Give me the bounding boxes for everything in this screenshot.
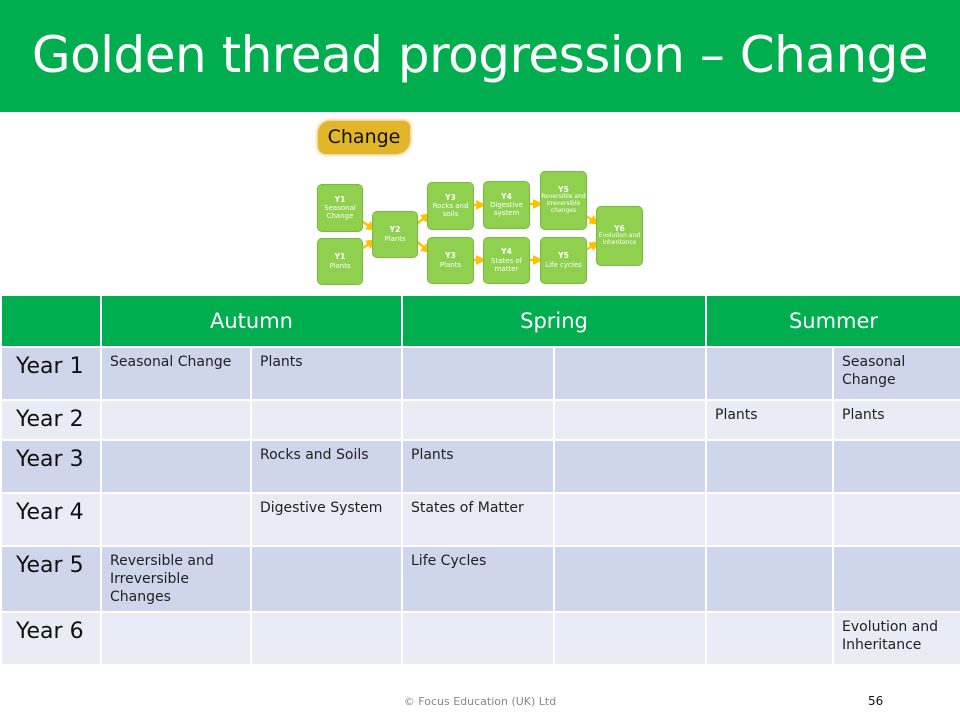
table-cell: [250, 399, 403, 441]
table-cell: [553, 545, 707, 613]
table-cell: [553, 492, 707, 547]
table-cell: Reversible and Irreversible Changes: [100, 545, 252, 613]
box-year: Y1: [334, 194, 346, 204]
table-row: Year 6 Evolution and Inheritance: [0, 611, 960, 666]
table-cell: [553, 611, 707, 666]
table-cell: [705, 545, 834, 613]
box-topic: Plants: [384, 234, 406, 243]
table-cell: Plants: [831, 399, 960, 441]
table-cell: [401, 611, 555, 666]
table-cell: Digestive System: [250, 492, 403, 547]
box-topic: Life cycles: [545, 260, 582, 269]
box-year: Y1: [334, 252, 346, 262]
year-label: Year 4: [0, 492, 102, 547]
header-blank: [0, 294, 102, 348]
box-year: Y6: [614, 223, 625, 233]
table-cell: [831, 545, 960, 613]
table-cell: [553, 399, 707, 441]
table-cell: [100, 439, 252, 494]
box-topic: Plants: [439, 260, 462, 269]
header-autumn: Autumn: [100, 294, 403, 348]
table-cell: Plants: [250, 346, 403, 401]
table-header-row: Autumn Spring Summer: [0, 294, 960, 348]
year-label: Year 6: [0, 611, 102, 666]
box-year: Y4: [501, 247, 512, 257]
table-cell: Seasonal Change: [831, 346, 960, 401]
table-cell: Life Cycles: [401, 545, 555, 613]
table-cell: [705, 611, 834, 666]
year-label: Year 3: [0, 439, 102, 494]
table-cell: [553, 346, 707, 401]
box-topic: Plants: [329, 261, 351, 270]
box-topic: Evolution and inheritance: [598, 232, 641, 247]
header-summer: Summer: [704, 294, 960, 348]
table-cell: States of Matter: [401, 492, 555, 547]
table-cell: [100, 492, 252, 547]
box-year: Y4: [501, 191, 512, 201]
box-topic: States of matter: [490, 256, 523, 273]
table-cell: [705, 439, 834, 494]
header-spring: Spring: [401, 294, 707, 348]
year-label: Year 5: [0, 545, 102, 613]
table-cell: Plants: [401, 439, 555, 494]
box-year: Y3: [445, 251, 456, 261]
change-label: Change: [318, 121, 410, 154]
year-label: Year 1: [0, 346, 102, 401]
box-year: Y5: [558, 184, 569, 194]
table-cell: [250, 611, 403, 666]
box-year: Y2: [389, 225, 401, 235]
table-cell: [100, 399, 252, 441]
table-cell: Seasonal Change: [100, 346, 252, 401]
page-number: 56: [868, 694, 884, 708]
box-topic: Reversible and irreversible changes: [541, 193, 586, 215]
table-cell: Rocks and Soils: [250, 439, 403, 494]
table-cell: [553, 439, 707, 494]
table-cell: [831, 492, 960, 547]
table-cell: [705, 346, 834, 401]
table-cell: [401, 399, 555, 441]
box-year: Y3: [445, 192, 456, 202]
table-cell: [705, 492, 834, 547]
box-topic: Digestive system: [490, 201, 523, 218]
slide-title: Golden thread progression – Change: [0, 0, 960, 112]
table-cell: Plants: [705, 399, 834, 441]
box-topic: Rocks and soils: [432, 202, 469, 219]
table-cell: Evolution and Inheritance: [831, 611, 960, 666]
table-cell: [250, 545, 403, 613]
table-cell: [831, 439, 960, 494]
table-cell: [100, 611, 252, 666]
table-cell: [401, 346, 555, 401]
copyright-footer: © Focus Education (UK) Ltd: [403, 695, 557, 708]
year-label: Year 2: [0, 399, 102, 441]
box-topic: Seasonal Change: [324, 204, 356, 221]
box-year: Y5: [558, 251, 569, 261]
